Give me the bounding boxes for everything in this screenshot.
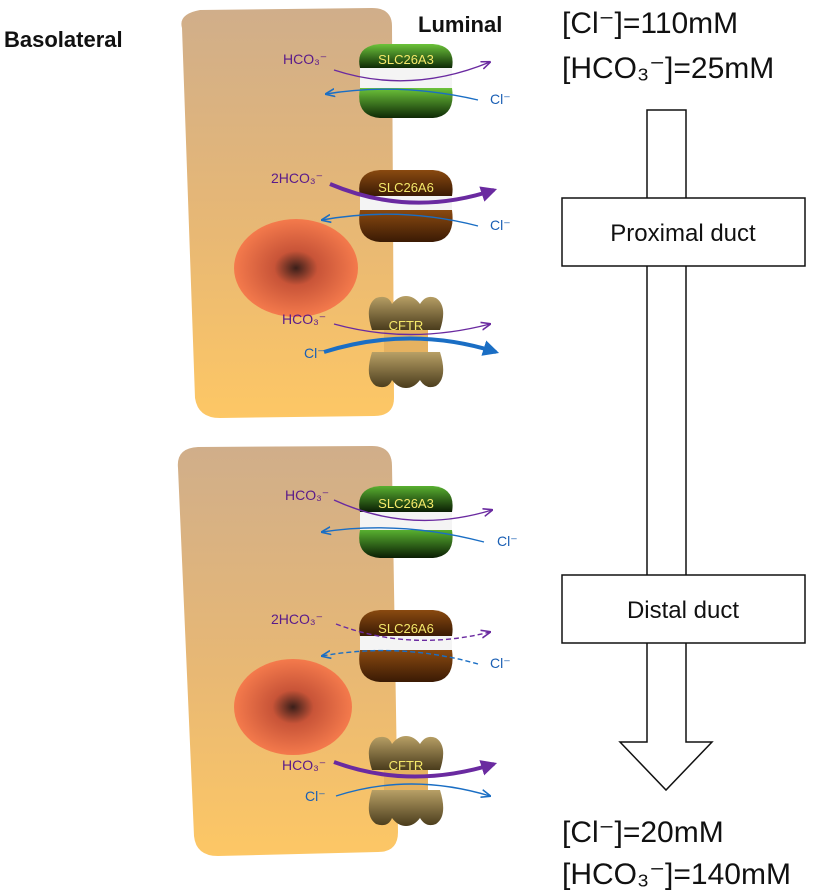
bottom-hco3-concentration: [HCO₃⁻]=140mM bbox=[562, 858, 791, 891]
proximal-duct-label: Proximal duct bbox=[610, 220, 756, 247]
slc26a3-label: SLC26A3 bbox=[378, 52, 434, 67]
bottom-cl-concentration: [Cl⁻]=20mM bbox=[562, 816, 724, 849]
slc26a3-transporter: SLC26A3 bbox=[359, 44, 453, 118]
hco3-arrow bbox=[333, 499, 492, 522]
hco3-ion-label: HCO₃⁻ bbox=[285, 487, 329, 503]
luminal-label: Luminal bbox=[418, 12, 502, 37]
cl-arrow bbox=[322, 528, 485, 543]
cftr-label: CFTR bbox=[389, 318, 424, 333]
2hco3-ion-label: 2HCO₃⁻ bbox=[271, 170, 323, 186]
cftr-channel: CFTR bbox=[368, 296, 444, 388]
distal-cell: SLC26A3 HCO₃⁻ Cl⁻ SLC26A6 2HCO₃⁻ Cl⁻ CFT… bbox=[177, 446, 518, 856]
cl-ion-label: Cl⁻ bbox=[305, 788, 326, 804]
slc26a6-transporter: SLC26A6 bbox=[359, 170, 453, 242]
cl-ion-label: Cl⁻ bbox=[490, 217, 511, 233]
slc26a3-label: SLC26A3 bbox=[378, 496, 434, 511]
proximal-cell: SLC26A3 HCO₃⁻ Cl⁻ SLC26A6 2HCO₃⁻ Cl⁻ CFT… bbox=[181, 8, 511, 418]
slc26a6-transporter: SLC26A6 bbox=[359, 610, 453, 682]
cl-arrow bbox=[326, 89, 479, 101]
top-cl-concentration: [Cl⁻]=110mM bbox=[562, 7, 738, 40]
hco3-arrow bbox=[333, 324, 490, 336]
hco3-ion-label: HCO₃⁻ bbox=[282, 311, 326, 327]
hco3-arrow bbox=[333, 62, 490, 82]
cftr-label: CFTR bbox=[389, 758, 424, 773]
top-hco3-concentration: [HCO₃⁻]=25mM bbox=[562, 52, 774, 85]
cftr-channel: CFTR bbox=[368, 736, 444, 826]
nucleus bbox=[234, 659, 352, 755]
proximal-duct-box bbox=[561, 197, 806, 267]
hco3-arrow bbox=[333, 760, 498, 779]
cell-body bbox=[177, 446, 398, 856]
slc26a6-label: SLC26A6 bbox=[378, 180, 434, 195]
cl-arrow bbox=[322, 213, 479, 227]
cl-arrow bbox=[323, 336, 500, 356]
cl-ion-label: Cl⁻ bbox=[490, 655, 511, 671]
2hco3-ion-label: 2HCO₃⁻ bbox=[271, 611, 323, 627]
nucleus bbox=[234, 219, 358, 317]
cl-ion-label: Cl⁻ bbox=[490, 91, 511, 107]
cl-ion-label: Cl⁻ bbox=[497, 533, 518, 549]
distal-duct-box bbox=[561, 574, 806, 644]
cl-arrow bbox=[335, 783, 490, 796]
hco3-ion-label: HCO₃⁻ bbox=[282, 757, 326, 773]
slc26a6-label: SLC26A6 bbox=[378, 621, 434, 636]
distal-duct-label: Distal duct bbox=[627, 597, 739, 624]
cell-body bbox=[181, 8, 394, 418]
2hco3-arrow bbox=[329, 182, 498, 205]
slc26a3-transporter: SLC26A3 bbox=[359, 486, 453, 558]
cl-arrow bbox=[322, 649, 479, 665]
2hco3-arrow bbox=[335, 623, 490, 641]
hco3-ion-label: HCO₃⁻ bbox=[283, 51, 327, 67]
cl-ion-label: Cl⁻ bbox=[304, 345, 325, 361]
basolateral-label: Basolateral bbox=[4, 27, 123, 52]
